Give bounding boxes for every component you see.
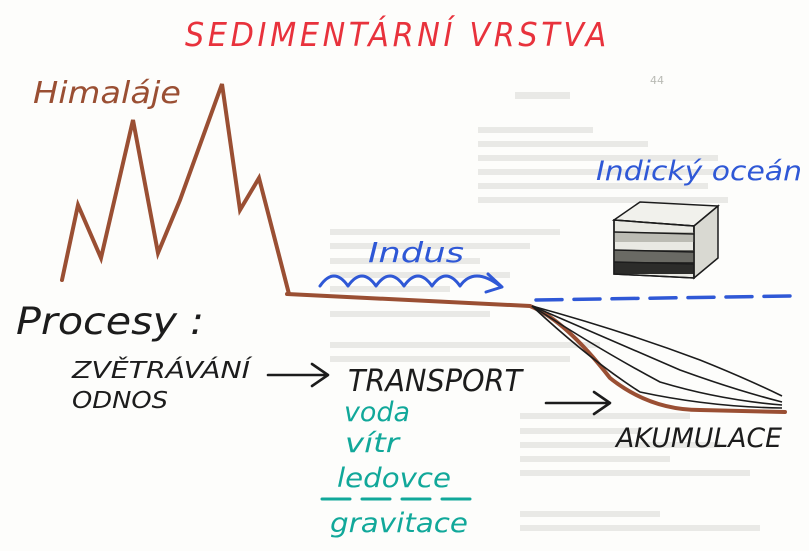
process-accumulation: AKUMULACE	[614, 423, 782, 454]
background-bleed-through	[330, 92, 760, 531]
river-flow-arrow	[318, 272, 504, 294]
diagram-title: SEDIMENTÁRNÍ VRSTVA	[185, 14, 610, 54]
transport-agents: voda vítr ledovce	[337, 397, 451, 494]
arrow-to-accumulation	[544, 390, 612, 416]
process-erosion: ODNOS	[72, 388, 168, 414]
arrow-to-transport	[266, 362, 330, 388]
processes-heading: Procesy :	[16, 300, 204, 343]
label-river: Indus	[368, 236, 464, 269]
process-weathering: ZVĚTRÁVÁNÍ	[71, 356, 253, 384]
label-ocean: Indický oceán	[596, 156, 802, 187]
process-transport: TRANSPORT	[348, 364, 525, 399]
sediment-layers	[531, 305, 783, 409]
label-mountains: Himaláje	[33, 76, 181, 111]
sediment-block-icon	[611, 201, 720, 280]
page-mark: 44	[650, 74, 664, 87]
agent-item: ledovce	[337, 463, 451, 494]
agent-item: voda	[344, 397, 410, 428]
sea-level-line	[534, 294, 792, 302]
agent-item: vítr	[345, 428, 401, 459]
mountain-profile	[60, 83, 291, 296]
agent-gravity: gravitace	[330, 508, 468, 539]
